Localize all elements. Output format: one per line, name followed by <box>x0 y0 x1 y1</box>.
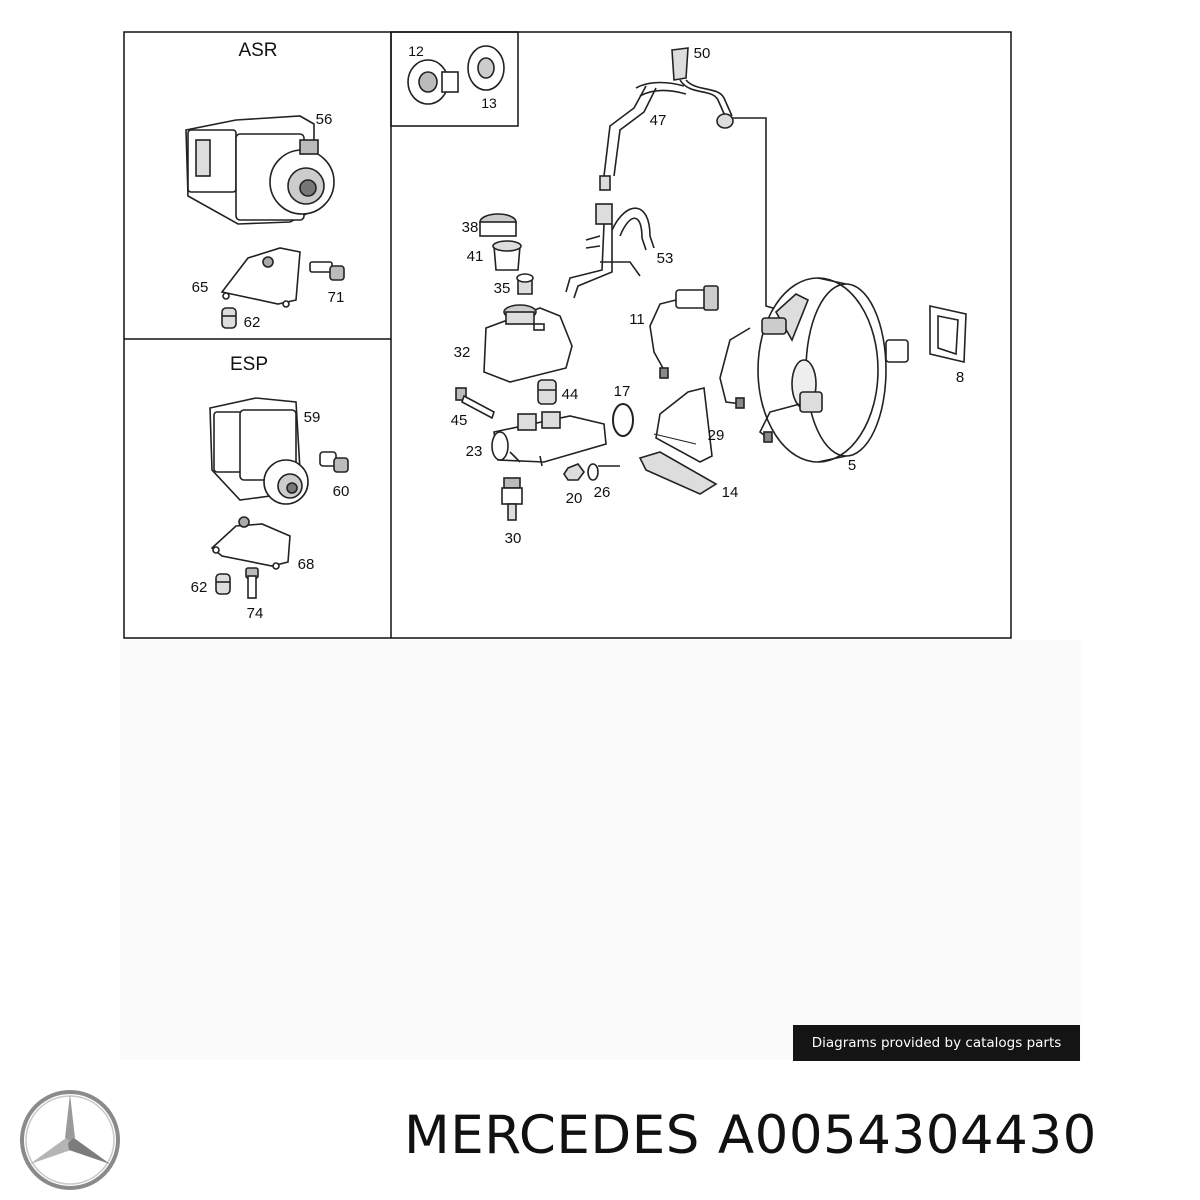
callout-65: 65 <box>192 279 209 296</box>
callout-26: 20 <box>566 490 583 507</box>
reservoir-cap <box>479 213 534 295</box>
part-number: A0054304430 <box>717 1105 1097 1166</box>
callout-29: 26 <box>594 484 611 501</box>
callout-38: 38 <box>462 219 479 236</box>
esp-bracket <box>210 516 291 570</box>
brake-booster <box>719 277 909 463</box>
callout-5: 5 <box>848 457 856 474</box>
esp-title: ESP <box>230 354 268 375</box>
mounting-bolt <box>455 387 495 420</box>
callout-62-esp: 62 <box>191 579 208 596</box>
callout-50: 50 <box>694 45 711 62</box>
callout-13: 13 <box>481 95 497 111</box>
callout-60: 60 <box>333 483 350 500</box>
callout-11: 11 <box>629 311 645 328</box>
asr-bolt <box>309 261 345 281</box>
callout-17: 29 <box>708 427 725 444</box>
esp-bolt <box>245 567 259 599</box>
callout-44: 44 <box>562 386 579 403</box>
diagram-background <box>120 640 1082 1060</box>
reservoir-grommet <box>537 379 557 405</box>
brake-sensor <box>649 285 719 379</box>
callout-62-asr: 62 <box>244 314 261 331</box>
booster-gasket <box>929 305 967 364</box>
callout-20: 23 <box>466 443 483 460</box>
asr-grommet <box>221 307 237 329</box>
callout-14: 14 <box>722 484 739 501</box>
callout-30: 30 <box>505 530 522 547</box>
nut-and-washer <box>563 463 620 481</box>
callout-74: 74 <box>247 605 264 622</box>
callout-56: 56 <box>316 111 333 128</box>
asr-hydraulic-unit <box>185 115 335 225</box>
brake-fluid-reservoir <box>483 304 573 383</box>
inset-plug-parts <box>407 45 505 105</box>
asr-bracket <box>220 247 301 308</box>
esp-grommet <box>215 573 231 595</box>
brand-name: MERCEDES <box>404 1105 700 1166</box>
callout-23: 17 <box>614 383 631 400</box>
diagram-credit: Diagrams provided by catalogs parts <box>793 1025 1080 1061</box>
pressure-switch <box>501 477 523 521</box>
callout-59: 59 <box>304 409 321 426</box>
gasket-plate <box>638 451 718 495</box>
callout-45: 45 <box>451 412 468 429</box>
callout-68: 68 <box>298 556 315 573</box>
hose-assembly <box>565 203 655 299</box>
esp-pressure-sensor <box>319 451 349 473</box>
callout-32: 32 <box>454 344 471 361</box>
callout-35: 35 <box>494 280 511 297</box>
part-title: MERCEDES A0054304430 <box>404 1105 1115 1175</box>
esp-hydraulic-unit <box>209 397 309 505</box>
callout-47: 47 <box>650 112 667 129</box>
o-ring <box>612 403 634 437</box>
callout-12: 12 <box>408 43 424 59</box>
asr-title: ASR <box>238 40 277 61</box>
callout-53: 53 <box>657 250 674 267</box>
callout-8: 8 <box>956 369 964 386</box>
mounting-bracket <box>653 387 713 463</box>
callout-71: 71 <box>328 289 345 306</box>
callout-41: 41 <box>467 248 484 265</box>
mercedes-star-icon <box>20 1090 120 1190</box>
master-cylinder <box>491 411 607 467</box>
